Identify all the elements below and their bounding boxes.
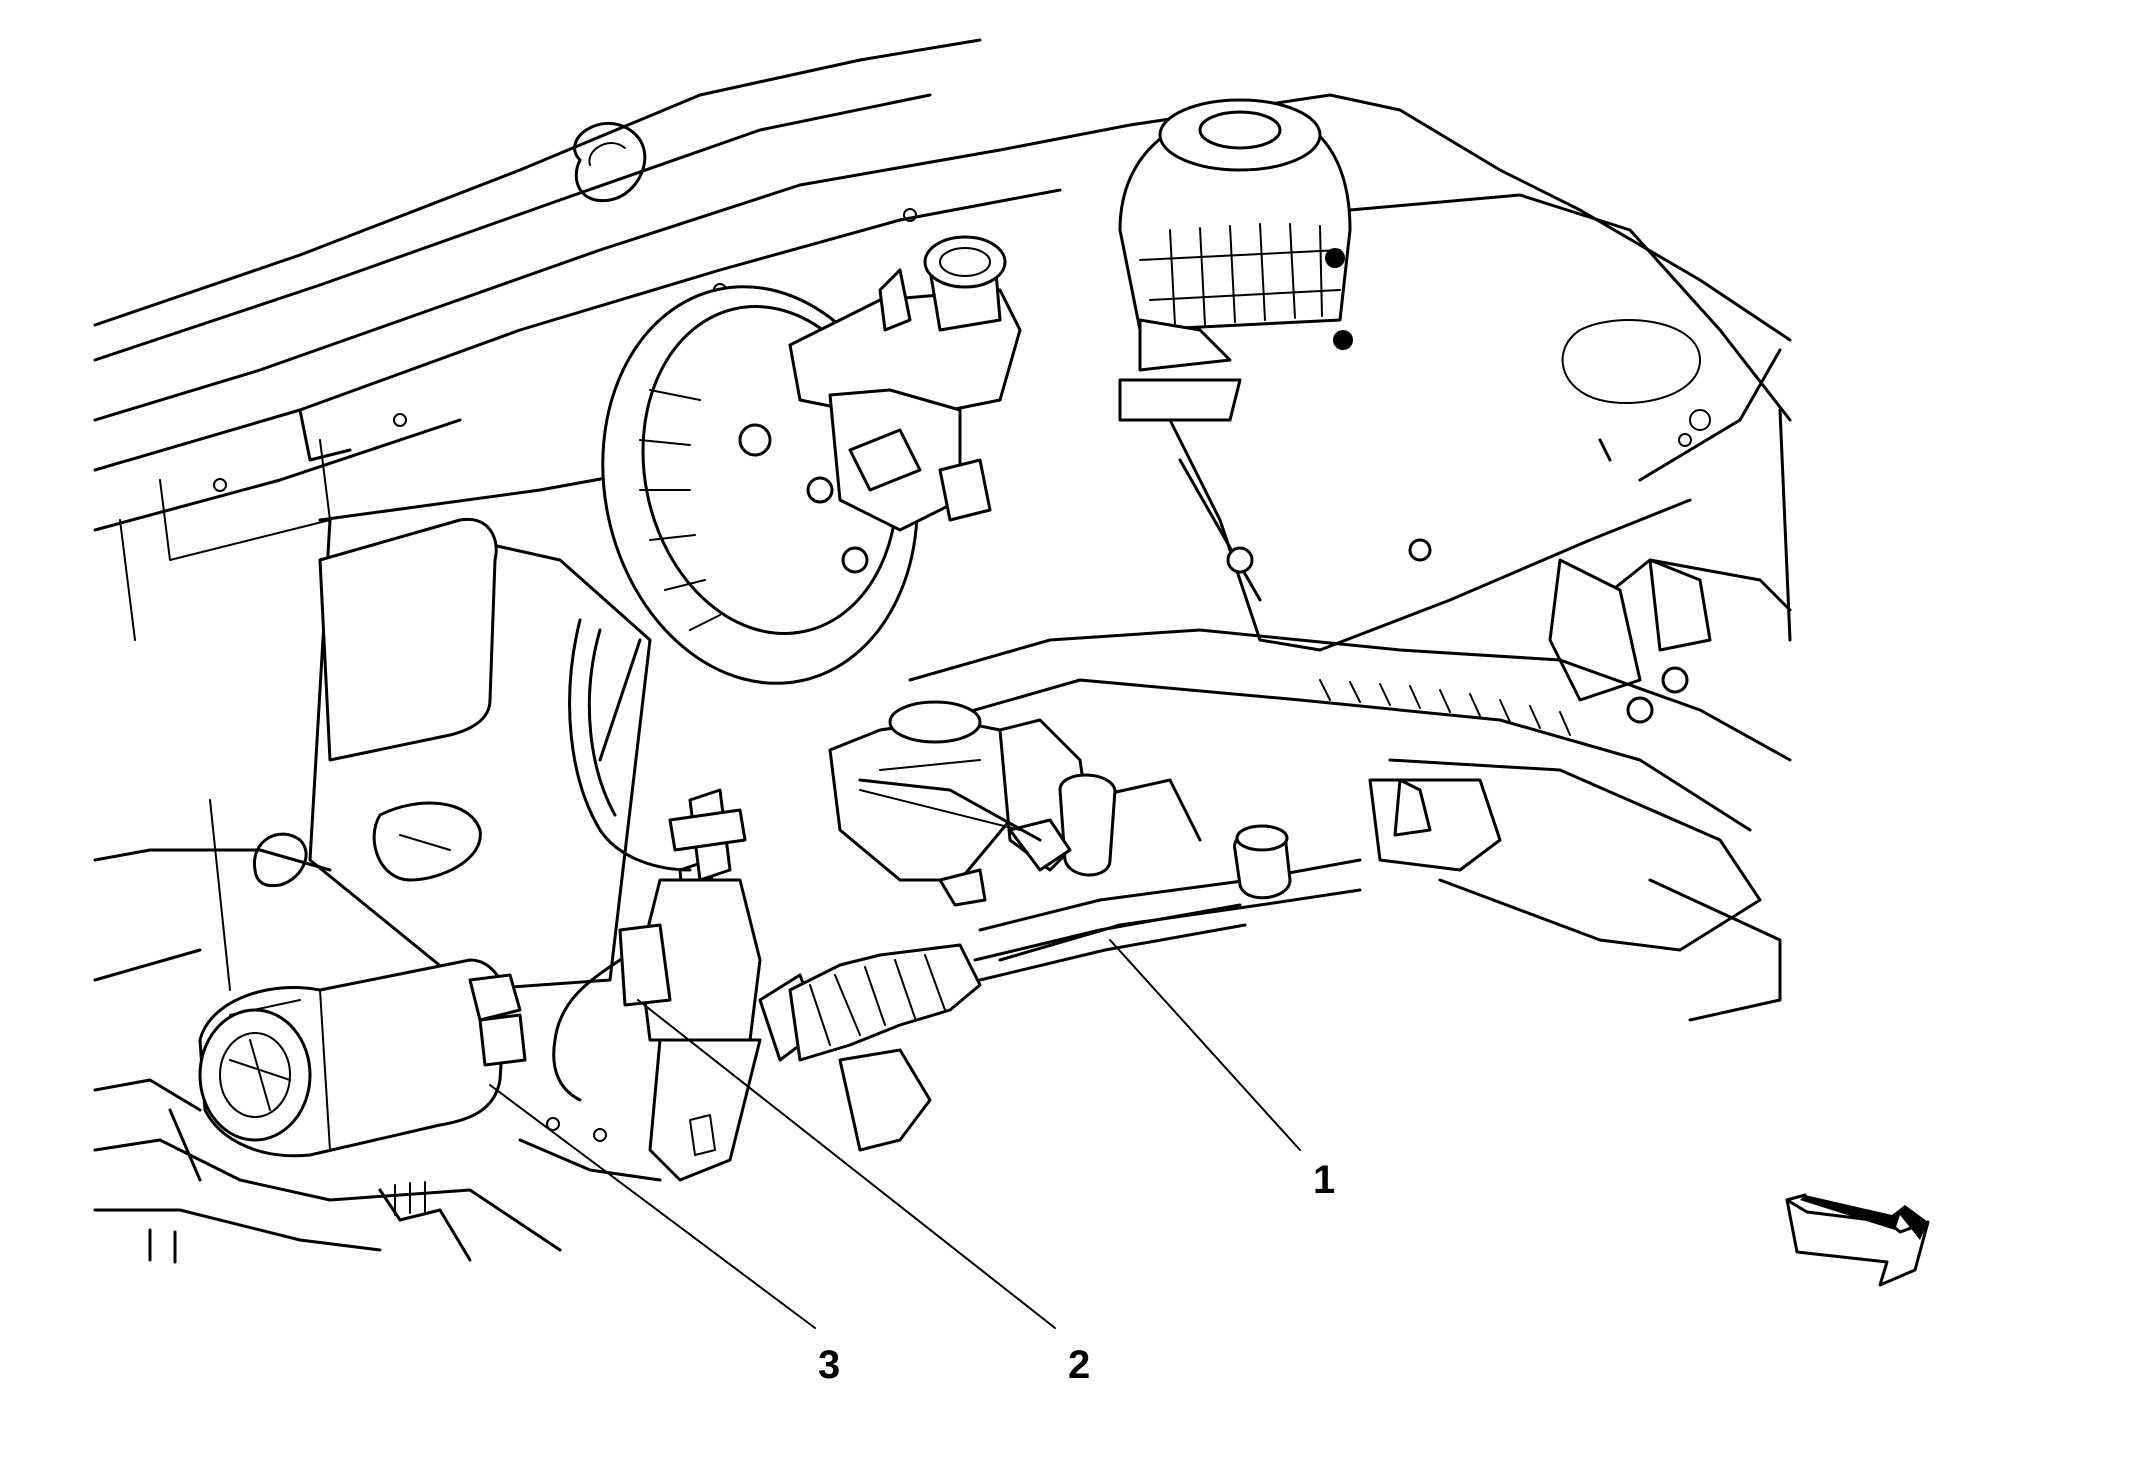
subframe [93, 1078, 662, 1264]
steering-rack [618, 858, 1247, 1182]
callout-label-2: 2 [1068, 1343, 1090, 1387]
frame-rail [908, 628, 1792, 1022]
steering-shaft [668, 788, 747, 882]
cowl-panel [93, 38, 1332, 641]
leader-line-2 [637, 999, 1056, 1329]
strut-tower [1118, 98, 1353, 422]
wiring-harness [552, 618, 1042, 1102]
leader-line-1 [1109, 939, 1301, 1151]
callout-leaders [489, 939, 1301, 1329]
firewall-panel [93, 468, 652, 992]
master-cylinder [788, 235, 1022, 532]
hydraulic-modulator [828, 700, 1117, 907]
callout-label-3: 3 [818, 1343, 840, 1387]
leader-line-3 [489, 1084, 816, 1329]
callout-label-1: 1 [1313, 1158, 1335, 1202]
forward-direction-arrow-icon [1785, 1193, 1930, 1287]
assist-motor [168, 958, 527, 1182]
callout-labels: 1 2 3 [818, 1158, 1335, 1387]
